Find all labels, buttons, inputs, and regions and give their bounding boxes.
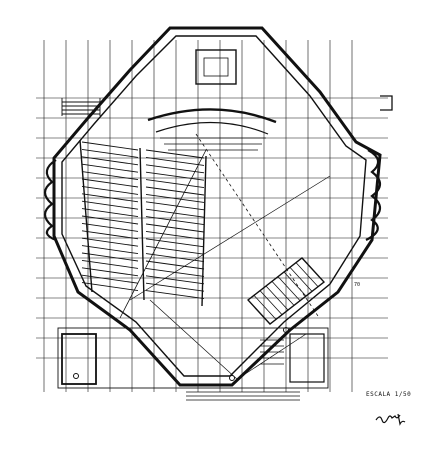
seat-row-left — [81, 178, 139, 188]
stage-curve-inner — [155, 121, 269, 135]
seat-row-left — [81, 237, 139, 247]
foyer-outline — [57, 327, 329, 389]
column-marker-2 — [229, 375, 235, 381]
seat-row-right — [145, 193, 205, 203]
seat-row-right — [145, 208, 205, 218]
right-bracket — [380, 95, 393, 111]
seat-row-right — [145, 230, 205, 240]
seat-row-right — [145, 260, 205, 270]
right-bay-arcs — [365, 149, 382, 241]
stage-steps — [160, 137, 266, 151]
seat-row-right — [145, 179, 205, 189]
column-marker-3 — [283, 327, 289, 333]
left-bay-arcs — [43, 159, 57, 242]
foyer-stairs — [260, 339, 284, 365]
left-stair — [61, 98, 101, 116]
seat-row-left — [81, 185, 139, 195]
seat-row-right — [145, 164, 205, 174]
seating-aisle-inner — [201, 155, 207, 307]
seat-row-left — [81, 193, 139, 203]
side-ramp — [246, 257, 326, 325]
column-marker-1 — [73, 373, 79, 379]
seat-row-left — [81, 200, 139, 210]
scale-label: ESCALA 1/50 — [366, 391, 411, 398]
diagonal-axis-c — [149, 299, 239, 381]
seat-row-right — [145, 282, 205, 292]
diagonal-axis-d — [235, 333, 307, 381]
seat-row-right — [145, 290, 205, 300]
seat-row-right — [145, 216, 205, 226]
seat-row-right — [145, 223, 205, 233]
seat-row-left — [81, 171, 139, 181]
diagonal-axis-a — [129, 175, 331, 301]
seat-row-left — [81, 148, 139, 158]
foyer-right-room — [289, 333, 325, 383]
lower-terrace-steps — [186, 391, 300, 401]
ramp-tread — [283, 271, 307, 297]
seat-row-right — [145, 186, 205, 196]
seating-aisle-outer — [79, 139, 93, 293]
seat-row-right — [145, 238, 205, 248]
ramp-tread — [253, 295, 277, 320]
seat-row-right — [145, 201, 205, 211]
seat-row-left — [81, 252, 139, 262]
seat-row-left — [81, 245, 139, 255]
architect-signature — [375, 413, 406, 426]
seat-row-right — [145, 156, 205, 166]
diagonal-axes — [119, 133, 331, 381]
ramp-tread — [289, 267, 313, 292]
ramp-tread — [259, 290, 283, 315]
seat-row-right — [145, 275, 205, 285]
dashed-sightline — [195, 133, 319, 317]
grid-number-label: 70 — [354, 282, 360, 288]
seat-row-left — [81, 222, 139, 232]
seat-row-left — [81, 141, 139, 151]
auditorium-seating — [79, 139, 207, 307]
seat-row-left — [81, 267, 139, 277]
foyer-annex — [57, 327, 329, 401]
seat-row-left — [81, 215, 139, 225]
stage-and-apse — [61, 49, 393, 151]
seating-aisle-center — [139, 147, 145, 301]
seat-row-left — [81, 156, 139, 166]
seat-row-left — [81, 163, 139, 173]
foyer-left-room — [61, 333, 97, 385]
organ-block — [195, 49, 237, 85]
ramp-tread — [295, 262, 319, 287]
ramp-tread — [277, 276, 301, 301]
ramp-tread — [271, 281, 295, 306]
seat-row-right — [145, 171, 205, 181]
organ-inner — [203, 57, 229, 77]
outer-wall — [52, 26, 382, 387]
ramp-tread — [265, 285, 289, 311]
seat-row-right — [145, 149, 205, 159]
seat-row-left — [81, 230, 139, 240]
stage-curve-outer — [147, 108, 277, 124]
seat-row-left — [81, 259, 139, 269]
seat-row-left — [81, 208, 139, 218]
diagonal-axis-b — [119, 149, 207, 319]
